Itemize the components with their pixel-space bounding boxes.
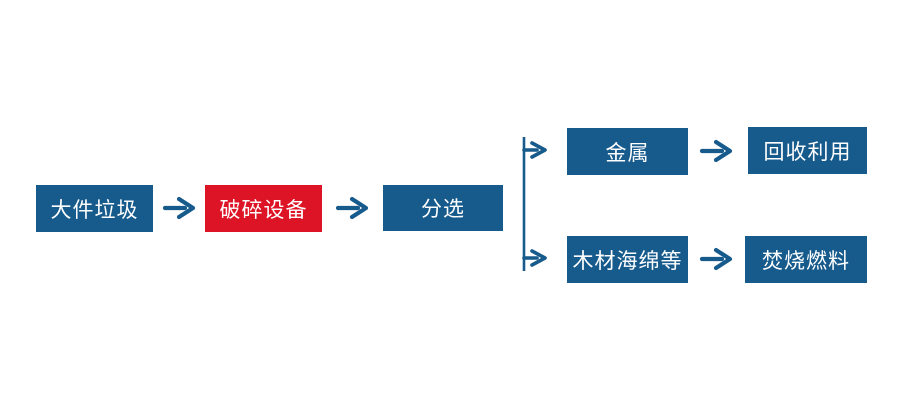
node-sorting: 分选 bbox=[383, 185, 503, 231]
node-metal-label: 金属 bbox=[605, 141, 650, 165]
node-incineration-fuel-label: 焚烧燃料 bbox=[762, 249, 850, 273]
arrow-right-icon bbox=[699, 247, 733, 271]
node-wood-sponge-etc: 木材海绵等 bbox=[567, 236, 688, 283]
branch-connector bbox=[522, 137, 547, 271]
node-crushing-equipment-label: 破碎设备 bbox=[219, 198, 308, 222]
node-incineration-fuel: 焚烧燃料 bbox=[745, 236, 867, 283]
node-sorting-label: 分选 bbox=[421, 198, 465, 221]
node-recycling-label: 回收利用 bbox=[763, 140, 852, 164]
node-metal: 金属 bbox=[567, 128, 688, 175]
arrow-right-icon bbox=[699, 139, 733, 163]
node-crushing-equipment: 破碎设备 bbox=[205, 185, 322, 232]
arrow-right-icon bbox=[335, 196, 369, 220]
node-recycling: 回收利用 bbox=[748, 127, 867, 174]
node-wood-sponge-etc-label: 木材海绵等 bbox=[572, 249, 683, 273]
node-bulky-waste: 大件垃圾 bbox=[36, 185, 153, 232]
arrow-right-icon bbox=[162, 196, 196, 220]
node-bulky-waste-label: 大件垃圾 bbox=[50, 198, 139, 222]
